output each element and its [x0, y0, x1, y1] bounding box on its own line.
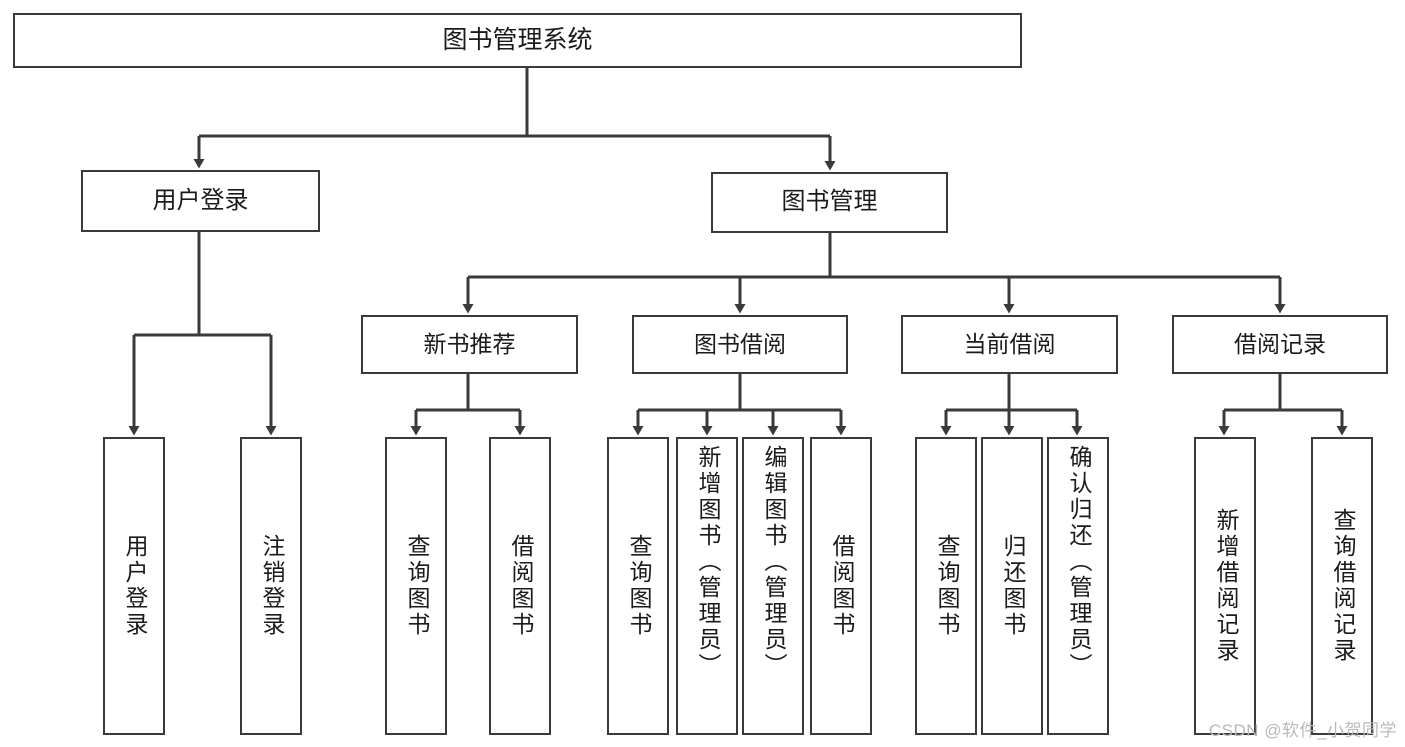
node-label: 用户登录 — [152, 186, 249, 214]
node-book-borrow[interactable]: 图书借阅 — [632, 315, 848, 374]
leaf-new-book-query[interactable]: 查询图书 — [385, 437, 447, 735]
node-label: 新增借阅记录 — [1212, 508, 1239, 664]
node-current-borrow[interactable]: 当前借阅 — [901, 315, 1118, 374]
leaf-user-login-login[interactable]: 用户登录 — [103, 437, 165, 735]
leaf-new-book-borrow[interactable]: 借阅图书 — [489, 437, 551, 735]
node-user-login[interactable]: 用户登录 — [81, 170, 320, 232]
node-label: 用户登录 — [121, 534, 148, 638]
leaf-records-add-record[interactable]: 新增借阅记录 — [1194, 437, 1256, 735]
node-label: 查询图书 — [933, 534, 960, 638]
node-label: 查询图书 — [625, 534, 652, 638]
node-root-system[interactable]: 图书管理系统 — [13, 13, 1022, 68]
leaf-borrow-edit-book-admin[interactable]: 编辑图书（管理员） — [742, 437, 804, 735]
node-new-book-recommend[interactable]: 新书推荐 — [361, 315, 578, 374]
node-label: 借阅记录 — [1234, 330, 1326, 357]
node-borrow-records[interactable]: 借阅记录 — [1172, 315, 1388, 374]
node-label: 编辑图书（管理员） — [760, 445, 787, 679]
leaf-current-query-book[interactable]: 查询图书 — [915, 437, 977, 735]
leaf-current-confirm-return-admin[interactable]: 确认归还（管理员） — [1047, 437, 1109, 735]
leaf-current-return-book[interactable]: 归还图书 — [981, 437, 1043, 735]
node-label: 查询借阅记录 — [1329, 508, 1356, 664]
node-label: 图书管理 — [781, 188, 878, 216]
node-label: 确认归还（管理员） — [1065, 445, 1092, 679]
node-label: 图书借阅 — [694, 330, 786, 357]
leaf-user-login-logout[interactable]: 注销登录 — [240, 437, 302, 735]
watermark: CSDN @软件_小贺同学 — [1208, 721, 1397, 740]
node-label: 图书管理系统 — [442, 25, 593, 54]
leaf-borrow-query-book[interactable]: 查询图书 — [607, 437, 669, 735]
node-label: 当前借阅 — [963, 330, 1056, 357]
node-label: 新增图书（管理员） — [694, 445, 721, 679]
leaf-borrow-borrow-book[interactable]: 借阅图书 — [810, 437, 872, 735]
node-label: 归还图书 — [999, 534, 1026, 638]
node-label: 注销登录 — [258, 534, 285, 638]
leaf-borrow-add-book-admin[interactable]: 新增图书（管理员） — [676, 437, 738, 735]
node-book-management[interactable]: 图书管理 — [711, 172, 948, 233]
leaf-records-query-record[interactable]: 查询借阅记录 — [1311, 437, 1373, 735]
node-label: 新书推荐 — [423, 330, 516, 357]
node-label: 借阅图书 — [507, 534, 534, 638]
node-label: 查询图书 — [403, 534, 430, 638]
node-label: 借阅图书 — [828, 534, 855, 638]
